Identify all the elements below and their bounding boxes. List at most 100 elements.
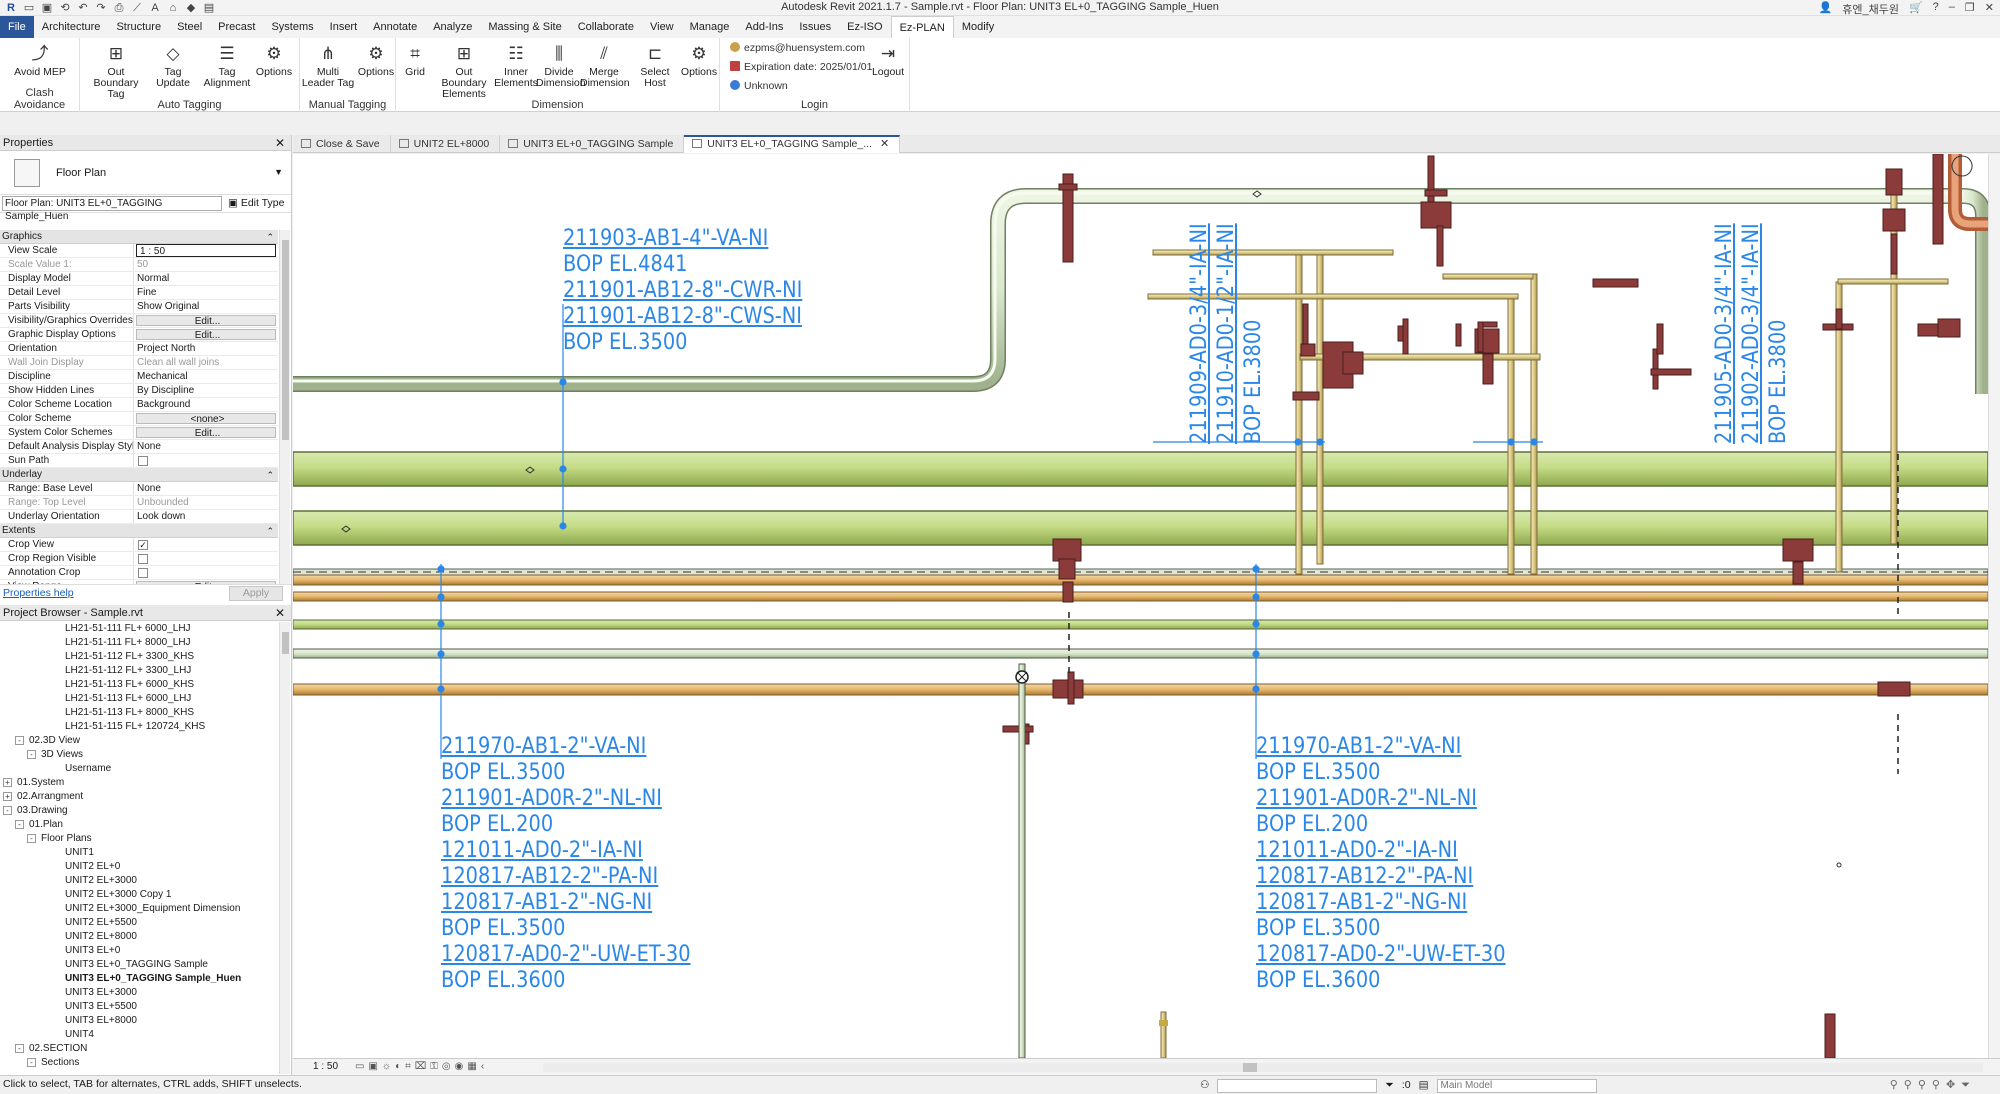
browser-node[interactable]: LH21-51-113 FL+ 6000_KHS [0, 678, 278, 692]
browser-node[interactable]: -Floor Plans [0, 832, 278, 846]
browser-node[interactable]: UNIT2 EL+8000 [0, 930, 278, 944]
tab-steel[interactable]: Steel [177, 21, 203, 33]
browser-node[interactable]: UNIT2 EL+0 [0, 860, 278, 874]
document-tab[interactable]: UNIT2 EL+8000 [391, 135, 501, 153]
help-icon[interactable]: ? [1932, 1, 1939, 13]
properties-scrollbar[interactable] [279, 230, 290, 584]
save-icon[interactable]: ▣ [41, 2, 53, 14]
drag-elements-icon[interactable]: ✥ [1945, 1079, 1956, 1091]
browser-node[interactable]: -02.SECTION [0, 1042, 278, 1056]
browser-node[interactable]: UNIT2 EL+3000 [0, 874, 278, 888]
redo-icon[interactable]: ↷ [96, 2, 106, 14]
browser-node[interactable]: UNIT2 EL+3000 Copy 1 [0, 888, 278, 902]
chevron-left-icon[interactable]: ‹ [480, 1061, 485, 1072]
chevron-down-icon[interactable]: ▼ [274, 167, 283, 177]
tag-alignment-button[interactable]: ☰ Tag Alignment [203, 43, 251, 89]
property-edit-button[interactable]: Edit... [136, 315, 276, 326]
text-icon[interactable]: A [151, 2, 159, 14]
collapse-icon[interactable]: - [15, 736, 24, 745]
browser-node[interactable]: UNIT4 [0, 1028, 278, 1042]
collapse-icon[interactable]: ⌃ [266, 526, 274, 536]
tab-insert[interactable]: Insert [329, 21, 358, 33]
property-edit-button[interactable]: Edit... [136, 581, 276, 584]
collapse-icon[interactable]: - [27, 1058, 36, 1067]
auto-tag-options-button[interactable]: ⚙ Options [255, 43, 293, 78]
property-edit-button[interactable]: Edit... [136, 329, 276, 340]
crop-icon[interactable]: ⌗ [405, 1061, 411, 1072]
browser-node[interactable]: UNIT3 EL+0 [0, 944, 278, 958]
canvas-vertical-scrollbar[interactable] [1988, 154, 2000, 1058]
property-value[interactable]: Show Original [137, 301, 200, 312]
browser-node[interactable]: UNIT3 EL+0_TAGGING Sample [0, 958, 278, 972]
browser-node[interactable]: +01.System [0, 776, 278, 790]
print-icon[interactable]: ⎙ [114, 2, 124, 14]
cart-icon[interactable]: 🛒 [1908, 2, 1923, 14]
browser-node[interactable]: UNIT2 EL+5500 [0, 916, 278, 930]
filter-icon[interactable]: ⏷ [1385, 1079, 1394, 1091]
browser-node[interactable]: UNIT3 EL+8000 [0, 1014, 278, 1028]
property-edit-button[interactable]: <none> [136, 413, 276, 424]
tab-file[interactable]: File [0, 16, 34, 38]
instance-selector[interactable]: Floor Plan: UNIT3 EL+0_TAGGING Sample_Hu… [2, 196, 222, 222]
tab-modify[interactable]: Modify [961, 21, 995, 33]
sun-path-icon[interactable]: ☼ [381, 1061, 392, 1072]
undo-icon[interactable]: ↶ [78, 2, 88, 14]
worksets-icon[interactable]: ⚇ [1200, 1079, 1210, 1091]
select-by-face-icon[interactable]: ⚲ [1931, 1079, 1940, 1091]
measure-icon[interactable]: ⟋ [133, 2, 141, 14]
tab-add-ins[interactable]: Add-Ins [745, 21, 784, 33]
tab-issues[interactable]: Issues [799, 21, 832, 33]
browser-node[interactable]: LH21-51-112 FL+ 3300_LHJ [0, 664, 278, 678]
crop-region-icon[interactable]: ⌧ [414, 1061, 427, 1072]
tab-manage[interactable]: Manage [689, 21, 730, 33]
browser-node[interactable]: -03.Drawing [0, 804, 278, 818]
property-group[interactable]: Extents⌃ [0, 524, 278, 538]
tab-collaborate[interactable]: Collaborate [577, 21, 634, 33]
sync-icon[interactable]: ⟲ [60, 2, 70, 14]
property-value[interactable]: Fine [137, 287, 157, 298]
close-properties-icon[interactable]: ✕ [274, 136, 285, 150]
close-browser-icon[interactable]: ✕ [274, 606, 285, 620]
property-checkbox[interactable] [138, 568, 148, 578]
logout-button[interactable]: ⇥ Logout [871, 43, 905, 78]
browser-node[interactable]: -02.3D View [0, 734, 278, 748]
out-boundary-elements-button[interactable]: ⊞ Out Boundary Elements [441, 43, 487, 100]
document-tab[interactable]: Close & Save [293, 135, 391, 153]
browser-node[interactable]: -3D Views [0, 748, 278, 762]
user-name[interactable]: 휴엔_채두원 [1842, 4, 1899, 16]
browser-node[interactable]: UNIT2 EL+3000_Equipment Dimension [0, 902, 278, 916]
property-value[interactable]: 1 : 50 [136, 244, 276, 257]
browser-node[interactable]: -01.Plan [0, 818, 278, 832]
workset-selector[interactable] [1217, 1078, 1378, 1093]
multi-leader-tag-button[interactable]: ⋔ Multi Leader Tag [301, 43, 355, 89]
tab-analyze[interactable]: Analyze [433, 21, 473, 33]
tag-update-button[interactable]: ◇ Tag Update [156, 43, 190, 89]
analytical-icon[interactable]: ▦ [467, 1061, 477, 1072]
tab-massing-site[interactable]: Massing & Site [488, 21, 562, 33]
property-value[interactable]: None [137, 483, 161, 494]
document-tab[interactable]: UNIT3 EL+0_TAGGING Sample_...✕ [684, 135, 901, 153]
expand-icon[interactable]: + [3, 778, 12, 787]
3d-view-icon[interactable]: ⌂ [169, 2, 177, 14]
merge-dimension-button[interactable]: ⫽ Merge Dimension [580, 43, 630, 89]
property-checkbox[interactable] [138, 554, 148, 564]
browser-node[interactable]: UNIT3 EL+0_TAGGING Sample_Huen [0, 972, 278, 986]
properties-help-link[interactable]: Properties help [3, 587, 74, 599]
tab-ez-plan[interactable]: Ez-PLAN [890, 16, 954, 38]
select-pinned-icon[interactable]: ⚲ [1917, 1079, 1926, 1091]
grid-dimension-button[interactable]: ⌗ Grid [398, 42, 432, 78]
revit-logo-icon[interactable]: R [7, 2, 15, 14]
select-links-icon[interactable]: ⚲ [1889, 1079, 1898, 1091]
property-value[interactable]: Background [137, 399, 191, 410]
canvas-horizontal-scrollbar[interactable] [543, 1063, 1983, 1072]
close-tab-icon[interactable]: ✕ [879, 138, 890, 150]
reveal-hidden-icon[interactable]: ◉ [454, 1061, 464, 1072]
property-checkbox[interactable]: ✓ [138, 540, 148, 550]
switch-windows-icon[interactable]: ▤ [203, 2, 215, 14]
browser-node[interactable]: LH21-51-112 FL+ 3300_KHS [0, 650, 278, 664]
